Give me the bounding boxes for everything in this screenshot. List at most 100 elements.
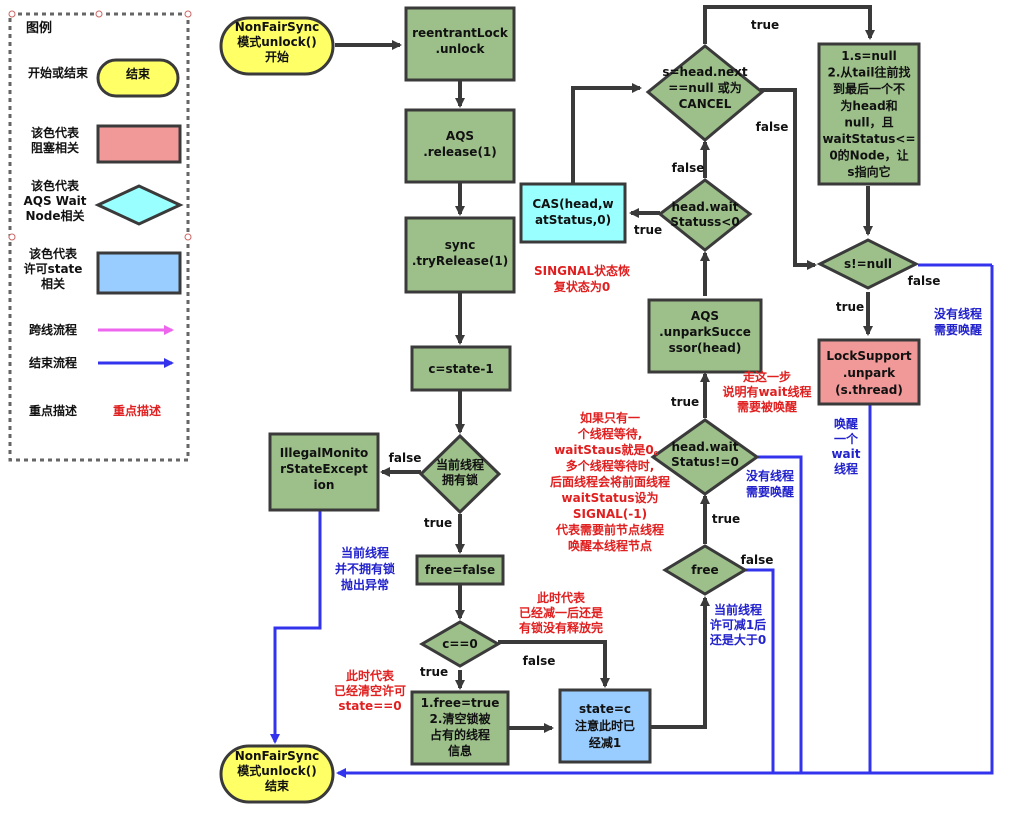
- text-line: 结束流程: [29, 355, 77, 370]
- text-line: AQS: [446, 129, 474, 143]
- text-line: Node相关: [25, 208, 84, 223]
- legend-handle: [184, 10, 192, 18]
- text-line: 说明有wait线程: [722, 384, 811, 399]
- tryrelease-node: [404, 216, 516, 294]
- edge-cas-nextnull: [571, 83, 642, 184]
- text-line: .unlock: [435, 42, 485, 56]
- text-line: ssor(head): [669, 341, 742, 355]
- text-line: 许可减1后: [710, 617, 766, 632]
- end-node: [219, 744, 335, 804]
- freefalse-node-text: free=false: [425, 563, 495, 577]
- text-line: 后面线程会将前面线程: [550, 474, 670, 489]
- text-line: 该色代表: [29, 246, 78, 261]
- text-line: .unpark: [843, 366, 896, 380]
- text-line: 走这一步: [743, 369, 791, 384]
- text-line: 复状态为0: [553, 279, 610, 294]
- freefalse-node: [415, 554, 505, 586]
- legend-handle: [8, 233, 16, 241]
- text-line: 唤醒: [834, 416, 858, 431]
- label-ownlock-true: true: [424, 516, 452, 530]
- waitlt0-decision: [657, 178, 753, 252]
- text-line: 还是大于0: [709, 632, 766, 647]
- text-line: false: [908, 274, 941, 288]
- text-line: 没有线程: [746, 468, 794, 483]
- edge-waitnot0-end: [757, 455, 803, 773]
- text-line: CANCEL: [679, 97, 732, 111]
- text-line: true: [712, 512, 740, 526]
- text-line: head.wait: [672, 200, 739, 214]
- legend-start-end-label: 开始或结束: [28, 65, 89, 80]
- text-line: 抛出异常: [341, 577, 389, 592]
- label-snotnull-true: true: [836, 300, 864, 314]
- c0-decision-text: c==0: [442, 637, 478, 651]
- text-line: 相关: [41, 276, 65, 291]
- text-line: 1.free=true: [421, 696, 500, 710]
- text-line: c==0: [442, 637, 478, 651]
- text-line: head.wait: [672, 440, 739, 454]
- text-line: 该色代表: [31, 125, 80, 140]
- text-line: 此时代表: [346, 668, 395, 683]
- text-line: waitStatus<=: [822, 132, 915, 146]
- legend-blocking-swatch: [96, 124, 182, 164]
- text-line: 个线程等待,: [577, 426, 643, 441]
- text-line: rStateExcept: [280, 462, 368, 476]
- release-node: [404, 108, 516, 184]
- legend-start-end-swatch: [96, 58, 180, 98]
- text-line: 模式unlock(): [237, 34, 317, 49]
- text-line: s指向它: [847, 164, 890, 179]
- free-decision: [662, 544, 748, 596]
- text-line: 已经清空许可: [334, 683, 406, 698]
- text-line: 占有的线程: [430, 727, 490, 742]
- edge-statec-free: [650, 596, 710, 729]
- text-line: AQS: [691, 309, 719, 323]
- text-line: ==null 或为: [668, 80, 742, 95]
- label-c0-false: false: [523, 654, 556, 668]
- text-line: false: [389, 451, 422, 465]
- legend-handle: [95, 10, 103, 18]
- unparksucc-node: [647, 298, 763, 374]
- text-line: SINGNAL状态恢: [534, 263, 630, 278]
- text-line: false: [756, 120, 789, 134]
- text-line: state==0: [338, 699, 401, 713]
- legend-handle: [184, 233, 192, 241]
- text-line: AQS Wait: [23, 194, 86, 208]
- start-node: [219, 16, 335, 76]
- text-line: (s.thread): [835, 383, 903, 397]
- text-line: 为head和: [840, 98, 897, 113]
- text-line: 并不拥有锁: [335, 561, 395, 576]
- text-line: s!=null: [844, 257, 892, 271]
- text-line: false: [523, 654, 556, 668]
- findtail-node: [817, 42, 921, 186]
- text-line: sync: [445, 238, 476, 252]
- text-line: 结束: [265, 778, 290, 793]
- text-line: Status!=0: [671, 455, 739, 469]
- text-line: null，且: [844, 115, 893, 129]
- text-line: .release(1): [423, 145, 497, 159]
- text-line: 到最后一个不: [833, 81, 905, 96]
- ownlock-decision: [418, 433, 502, 515]
- text-line: state=c: [579, 702, 631, 716]
- text-line: 需要唤醒: [934, 322, 982, 337]
- text-line: 结束: [126, 66, 151, 81]
- text-line: 该色代表: [31, 178, 80, 193]
- snotnull-decision: [816, 238, 920, 290]
- edge-free-end: [745, 568, 775, 773]
- text-line: true: [424, 516, 452, 530]
- label-nextnull-true: true: [751, 18, 779, 32]
- text-line: 许可state: [24, 261, 83, 276]
- legend-key-note-label: 重点描述: [29, 403, 77, 418]
- label-c0-true: true: [420, 665, 448, 679]
- text-line: waitStaus就是0。: [554, 442, 666, 457]
- text-line: 跨线流程: [29, 322, 77, 337]
